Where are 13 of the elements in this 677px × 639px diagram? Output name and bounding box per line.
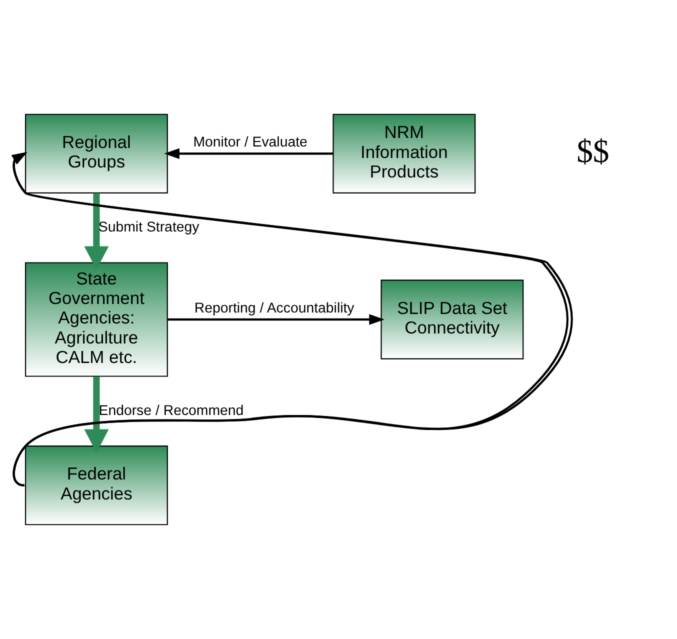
edge-label: Reporting / Accountability — [194, 300, 354, 316]
edge-label: Endorse / Recommend — [98, 402, 244, 419]
arrow — [164, 148, 333, 159]
node-box: Regional Groups — [25, 114, 168, 194]
arrow — [84, 193, 109, 270]
edge-label: Monitor / Evaluate — [193, 134, 308, 150]
arrow — [168, 314, 384, 325]
node-box: Federal Agencies — [25, 446, 168, 526]
node-box: SLIP Data Set Connectivity — [380, 280, 524, 360]
node-box: State Government Agencies: Agriculture CALM etc. — [25, 262, 168, 377]
label: $$ — [576, 134, 610, 170]
node-box: NRM Information Products — [332, 114, 476, 194]
arrow — [84, 376, 109, 453]
